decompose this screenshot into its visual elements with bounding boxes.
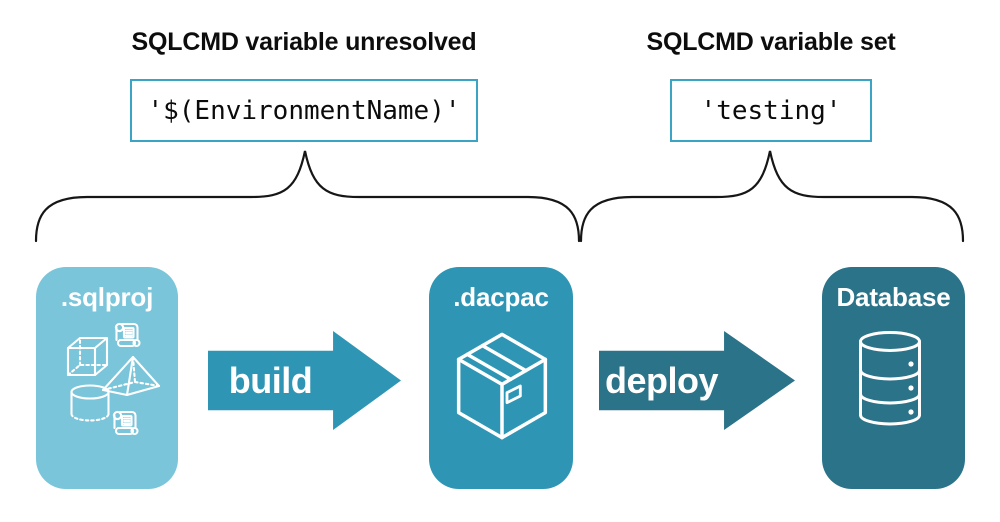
code-box-set: 'testing' xyxy=(670,79,872,142)
sql-script-icon xyxy=(112,410,139,436)
package-box-icon xyxy=(456,332,548,440)
cube-icon xyxy=(66,336,109,377)
code-value-unresolved: '$(EnvironmentName)' xyxy=(147,95,461,126)
stage-dacpac-label: .dacpac xyxy=(453,282,549,312)
build-arrow: build xyxy=(208,331,401,430)
code-value-set: 'testing' xyxy=(700,95,842,126)
deploy-arrow-label: deploy xyxy=(605,359,719,401)
curly-brace-right xyxy=(579,150,965,243)
deploy-arrow: deploy xyxy=(599,331,795,430)
sql-script-icon xyxy=(114,322,141,348)
braces-group xyxy=(34,150,965,243)
build-arrow-label: build xyxy=(228,359,313,401)
database-cylinder-icon xyxy=(859,331,921,426)
sql-objects-icons xyxy=(66,322,161,436)
heading-sqlcmd-set: SQLCMD variable set xyxy=(646,28,896,56)
code-box-unresolved: '$(EnvironmentName)' xyxy=(130,79,478,142)
stage-database-label: Database xyxy=(836,282,951,312)
curly-brace-left xyxy=(34,150,581,243)
stage-sqlproj-label: .sqlproj xyxy=(60,282,154,312)
heading-sqlcmd-unresolved: SQLCMD variable unresolved xyxy=(131,28,477,56)
stage-sqlproj: .sqlproj xyxy=(36,267,178,489)
cylinder-icon xyxy=(70,384,110,422)
stage-dacpac: .dacpac xyxy=(429,267,573,489)
pyramid-icon xyxy=(101,355,161,397)
